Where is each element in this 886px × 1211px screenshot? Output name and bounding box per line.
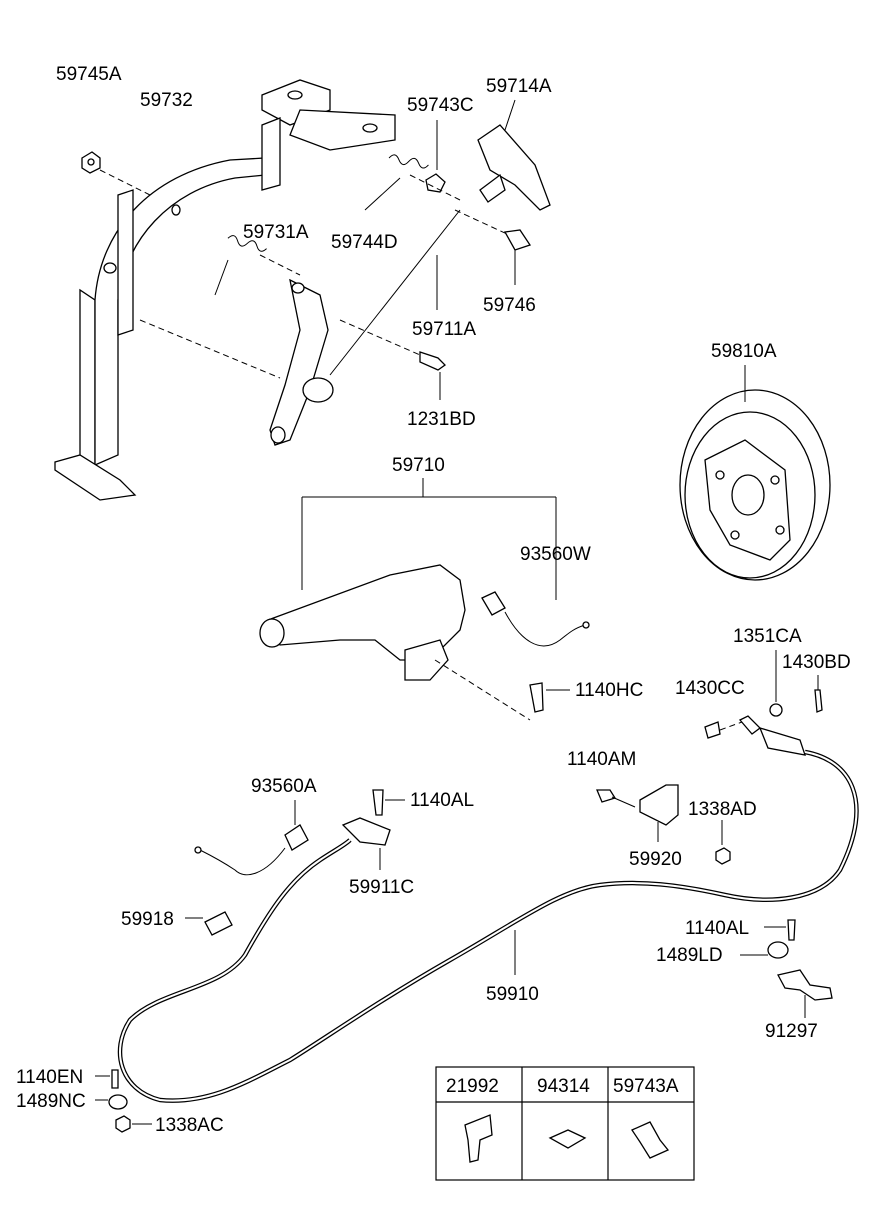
rod-59711A (329, 209, 461, 376)
label-1338AC: 1338AC (155, 1115, 224, 1136)
label-59746: 59746 (483, 295, 536, 316)
switch-93560A (194, 800, 309, 876)
label-1140AL-right: 1140AL (685, 918, 749, 939)
bolt-1140HC (529, 682, 570, 713)
lever-bracket-59732 (54, 79, 396, 501)
label-1489LD: 1489LD (656, 945, 723, 966)
brake-drum-59810A (679, 365, 831, 581)
label-1140AL-top: 1140AL (410, 790, 474, 811)
label-1430CC: 1430CC (675, 678, 745, 699)
label-1430BD: 1430BD (782, 652, 851, 673)
cable-59910 (117, 749, 859, 1103)
label-1140AM: 1140AM (567, 749, 636, 770)
label-93560W: 93560W (520, 544, 591, 565)
clip-59743C (409, 120, 461, 201)
label-59744D: 59744D (331, 232, 398, 253)
bracket-59920-set (596, 784, 731, 865)
label-59810A: 59810A (711, 341, 777, 362)
label-59732: 59732 (140, 90, 193, 111)
nut-59745A (81, 151, 151, 196)
label-1140HC: 1140HC (575, 680, 643, 701)
label-93560A: 93560A (251, 776, 317, 797)
bracket-59911C-set (341, 789, 405, 870)
label-59714A: 59714A (486, 76, 552, 97)
cable-end-right (704, 650, 823, 756)
label-59910: 59910 (486, 984, 539, 1005)
switch-93560W (481, 591, 590, 647)
spring-59731A (214, 235, 301, 296)
table-header-59743A: 59743A (613, 1076, 679, 1097)
spring-59744D (364, 154, 429, 211)
label-1140EN: 1140EN (16, 1067, 83, 1088)
clip-59918 (185, 911, 233, 936)
label-59920: 59920 (629, 849, 682, 870)
label-1351CA: 1351CA (733, 626, 802, 647)
lever-cover-59710 (259, 478, 557, 721)
label-59743C: 59743C (407, 95, 474, 116)
label-59710: 59710 (392, 455, 445, 476)
bolt-1231BD (339, 319, 447, 400)
label-1338AD: 1338AD (688, 799, 757, 820)
legend-table (435, 1066, 695, 1181)
lever-arm (139, 278, 334, 446)
table-header-94314: 94314 (537, 1076, 590, 1097)
label-59918: 59918 (121, 909, 174, 930)
label-59731A: 59731A (243, 222, 309, 243)
mount-right-set (740, 919, 833, 1018)
label-91297: 91297 (765, 1021, 818, 1042)
label-59745A: 59745A (56, 64, 122, 85)
pin-59746 (503, 229, 532, 285)
label-1489NC: 1489NC (16, 1091, 86, 1112)
label-59711A: 59711A (412, 319, 476, 340)
handle-59714A (454, 99, 551, 241)
table-header-21992: 21992 (446, 1076, 499, 1097)
mount-bottom-left-set (95, 1069, 152, 1133)
label-1231BD: 1231BD (407, 409, 476, 430)
label-59911C: 59911C (349, 877, 414, 898)
